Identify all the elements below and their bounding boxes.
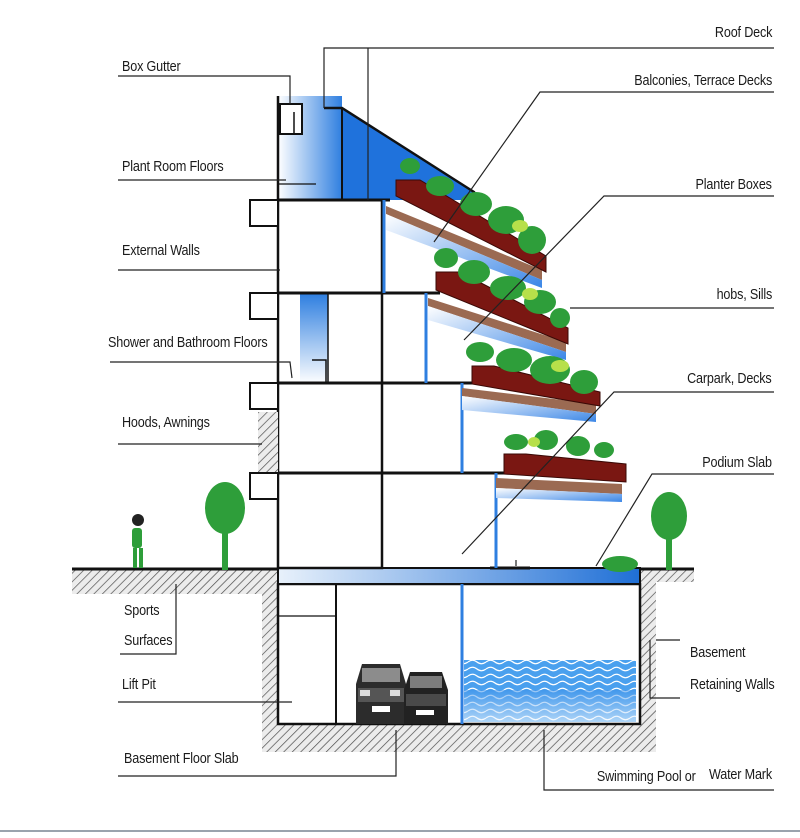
label-external-walls: External Walls bbox=[122, 242, 200, 259]
label-surfaces: Surfaces bbox=[124, 632, 173, 649]
label-hobs-sills: hobs, Sills bbox=[716, 286, 772, 303]
label-carpark-decks: Carpark, Decks bbox=[687, 370, 773, 387]
label-podium-slab: Podium Slab bbox=[702, 454, 772, 471]
label-lift-pit: Lift Pit bbox=[122, 676, 156, 693]
bottom-rule bbox=[0, 830, 800, 832]
car-rear bbox=[404, 672, 448, 724]
label-planter-boxes: Planter Boxes bbox=[695, 176, 772, 193]
label-plant-room: Plant Room Floors bbox=[122, 158, 224, 175]
label-basement-floor: Basement Floor Slab bbox=[124, 750, 239, 767]
tree-left bbox=[205, 482, 245, 570]
foliage-highlights bbox=[512, 220, 569, 447]
label-roof-deck: Roof Deck bbox=[714, 24, 772, 41]
label-basement: Basement bbox=[690, 644, 746, 661]
label-hoods-awnings: Hoods, Awnings bbox=[122, 414, 210, 431]
label-balconies: Balconies, Terrace Decks bbox=[634, 72, 772, 89]
label-retaining-walls: Retaining Walls bbox=[690, 676, 775, 693]
ground-hatch bbox=[72, 570, 694, 752]
balcony-4 bbox=[496, 453, 627, 502]
label-box-gutter: Box Gutter bbox=[122, 58, 181, 75]
label-swimming-pool: Swimming Pool or bbox=[597, 768, 696, 785]
balcony-1 bbox=[386, 179, 547, 288]
person-figure bbox=[132, 514, 144, 568]
balcony-2 bbox=[428, 271, 569, 360]
tree-right bbox=[602, 492, 687, 572]
label-sports: Sports bbox=[124, 602, 160, 619]
car-front bbox=[356, 664, 406, 724]
basement bbox=[276, 567, 642, 726]
label-shower-bathroom: Shower and Bathroom Floors bbox=[108, 334, 268, 351]
balcony-3 bbox=[462, 365, 601, 422]
label-water-mark: Water Mark bbox=[709, 766, 772, 783]
leader-lines bbox=[110, 47, 774, 791]
